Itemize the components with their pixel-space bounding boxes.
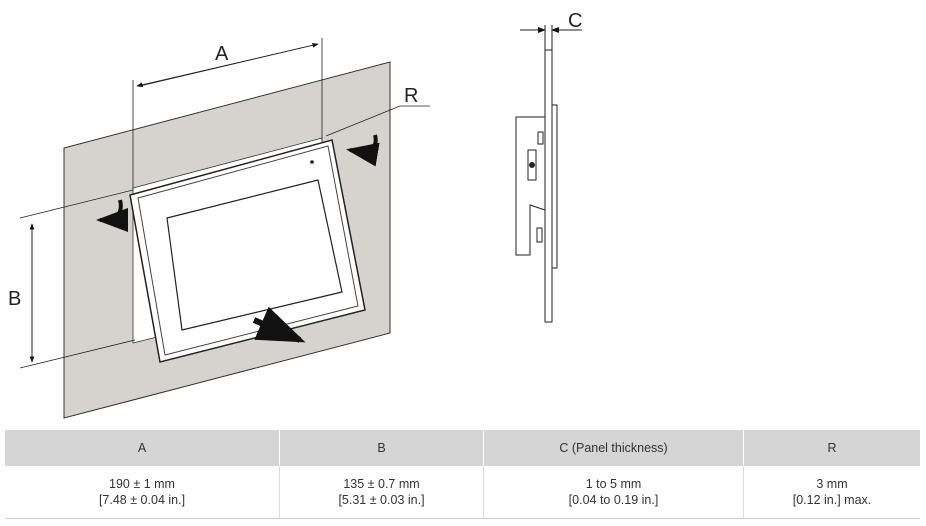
value-mm: 135 ± 0.7 mm bbox=[343, 477, 420, 491]
dimension-a bbox=[132, 38, 323, 190]
value-mm: 3 mm bbox=[816, 477, 848, 491]
header-c: C (Panel thickness) bbox=[483, 430, 744, 466]
device bbox=[129, 139, 366, 363]
dimension-b bbox=[19, 189, 136, 369]
value-in: [7.48 ± 0.04 in.] bbox=[98, 493, 186, 507]
arrows bbox=[96, 134, 380, 343]
value-in: [0.04 to 0.19 in.] bbox=[568, 493, 659, 507]
value-in: [0.12 in.] max. bbox=[792, 493, 872, 507]
table-header-row: A B C (Panel thickness) R bbox=[5, 430, 920, 466]
header-a: A bbox=[5, 430, 280, 466]
table-row: 190 ± 1 mm [7.48 ± 0.04 in.] 135 ± 0.7 mm… bbox=[5, 466, 920, 519]
label-c: C bbox=[568, 10, 582, 32]
label-b: B bbox=[8, 288, 21, 310]
label-a: A bbox=[215, 43, 229, 65]
dimensions-table: A B C (Panel thickness) R 190 ± 1 mm [7.4… bbox=[5, 430, 920, 519]
mounting-diagram: A B R C bbox=[8, 10, 582, 419]
panel-side-view bbox=[515, 25, 582, 323]
cell-c: 1 to 5 mm [0.04 to 0.19 in.] bbox=[483, 466, 744, 519]
cell-b: 135 ± 0.7 mm [5.31 ± 0.03 in.] bbox=[279, 466, 484, 519]
label-r: R bbox=[404, 85, 418, 107]
header-r: R bbox=[743, 430, 920, 466]
header-b: B bbox=[279, 430, 484, 466]
value-in: [5.31 ± 0.03 in.] bbox=[338, 493, 425, 507]
cell-r: 3 mm [0.12 in.] max. bbox=[743, 466, 920, 519]
value-mm: 190 ± 1 mm bbox=[109, 477, 175, 491]
cell-a: 190 ± 1 mm [7.48 ± 0.04 in.] bbox=[5, 466, 280, 519]
value-mm: 1 to 5 mm bbox=[585, 477, 642, 491]
